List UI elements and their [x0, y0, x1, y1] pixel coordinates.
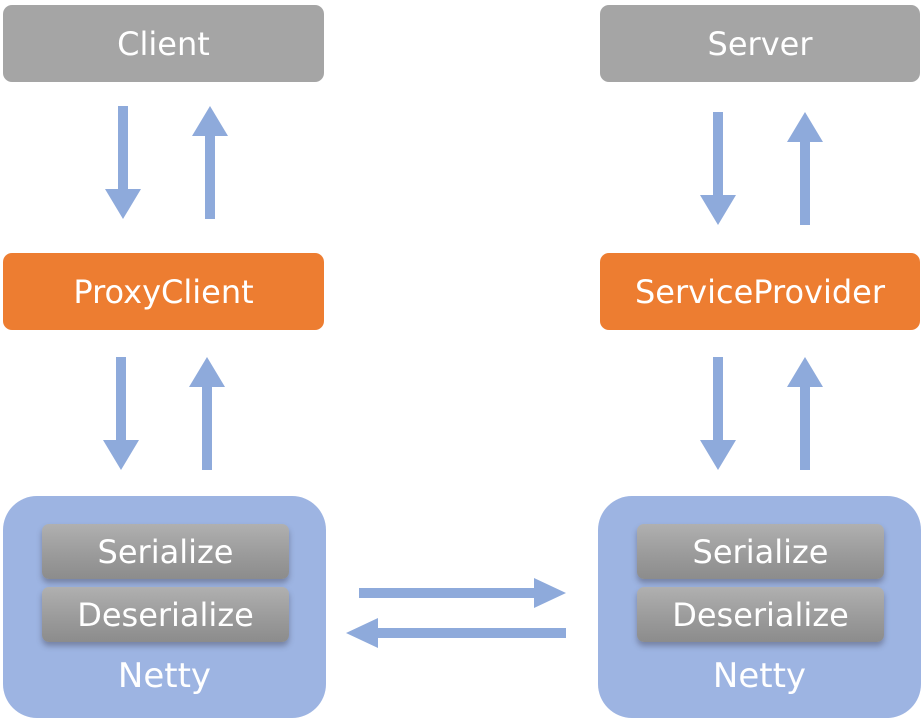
down-arrow-icon: [700, 357, 736, 470]
down-arrow-icon: [700, 112, 736, 225]
server-label: Server: [707, 24, 813, 63]
down-arrow-icon: [105, 106, 141, 219]
netty-label: Netty: [117, 656, 212, 696]
up-arrow-icon: [192, 106, 228, 219]
serialize-layer: Serialize: [637, 524, 884, 579]
proxy-client-box: ProxyClient: [3, 253, 324, 330]
netty-label: Netty: [712, 656, 807, 696]
down-arrow-icon: [103, 357, 139, 470]
client-box: Client: [3, 5, 324, 82]
up-arrow-icon: [787, 357, 823, 470]
server-box: Server: [600, 5, 920, 82]
deserialize-label: Deserialize: [672, 595, 849, 634]
deserialize-layer: Deserialize: [637, 587, 884, 642]
left-arrow-icon: [346, 618, 566, 648]
right-arrow-icon: [359, 578, 566, 608]
up-arrow-icon: [787, 112, 823, 225]
deserialize-label: Deserialize: [77, 595, 254, 634]
serialize-layer: Serialize: [42, 524, 289, 579]
proxy-client-label: ProxyClient: [73, 272, 254, 311]
serialize-label: Serialize: [692, 532, 829, 571]
service-provider-box: ServiceProvider: [600, 253, 920, 330]
netty-container: Serialize Deserialize Netty: [598, 496, 921, 718]
serialize-label: Serialize: [97, 532, 234, 571]
deserialize-layer: Deserialize: [42, 587, 289, 642]
netty-container: Serialize Deserialize Netty: [3, 496, 326, 718]
service-provider-label: ServiceProvider: [634, 272, 885, 311]
up-arrow-icon: [189, 357, 225, 470]
client-label: Client: [117, 24, 210, 63]
